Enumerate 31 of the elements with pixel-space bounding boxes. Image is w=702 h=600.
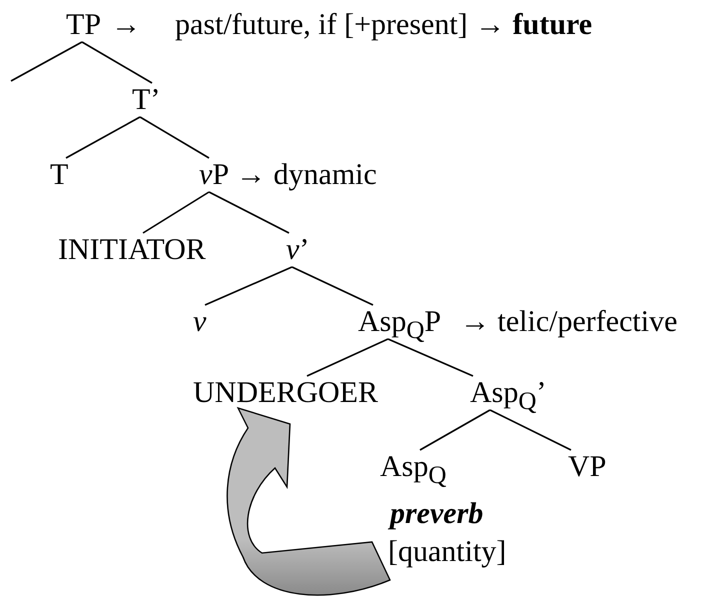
tree-branch: [66, 116, 140, 159]
node-label: v’: [286, 233, 310, 267]
tree-branch: [10, 41, 82, 82]
feature-annotation: → telic/perfective: [460, 305, 678, 339]
feature-annotation: → dynamic: [236, 158, 377, 192]
tree-branch: [388, 338, 474, 377]
node-label: Asp$_{Q}$: [380, 450, 446, 491]
node-annotation: preverb: [390, 497, 484, 531]
node-label: Asp$_{Q}$P: [358, 305, 442, 346]
tree-branch: [292, 266, 374, 306]
node-annotation: [quantity]: [388, 535, 506, 569]
tree-branch: [490, 409, 572, 451]
node-label: TP: [66, 8, 102, 42]
node-label: T’: [132, 83, 160, 117]
tree-branch: [142, 191, 210, 234]
feature-annotation: →: [111, 8, 141, 42]
node-label: T: [50, 158, 68, 192]
node-label: INITIATOR: [58, 233, 206, 267]
node-label: v: [193, 305, 206, 339]
tree-branch: [140, 116, 210, 159]
feature-annotation: past/future, if [+present] → future: [175, 8, 592, 42]
node-label: VP: [568, 450, 606, 484]
tree-branch: [306, 338, 388, 377]
tree-branch: [82, 41, 152, 84]
tree-branch: [204, 266, 292, 306]
node-label: UNDERGOER: [193, 376, 378, 410]
node-label: vP: [199, 158, 230, 192]
node-label: Asp$_{Q}$’: [470, 376, 546, 417]
movement-arrow: [226, 407, 391, 596]
tree-branch: [208, 191, 290, 234]
tree-branch: [420, 409, 490, 451]
